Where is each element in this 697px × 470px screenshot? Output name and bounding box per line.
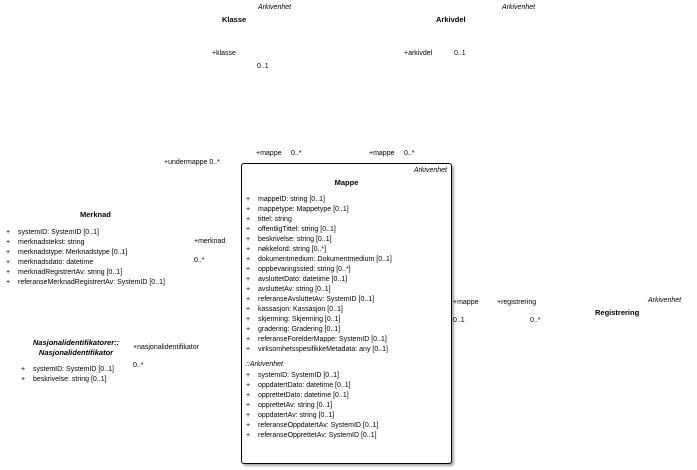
registrering-mappe-role-label: +mappe [453, 299, 479, 306]
merknad-role-label: +merknad [194, 238, 226, 245]
mappe-attribute: +referanseForelderMappe: SystemID [0..1] [246, 336, 387, 343]
klasse-stereotype: Arkivenhet [258, 4, 292, 11]
nasjonal-attribute: +beskrivelse: string [0..1] [21, 376, 107, 383]
nasjonal-attribute-list: +systemID: SystemID [0..1] +beskrivelse:… [21, 365, 114, 385]
mappe-inherited-attribute: +oppdatertDato: datetime [0..1] [246, 382, 351, 389]
mappe-arkivdel-multiplicity: 0..* [404, 150, 415, 157]
merknad-attribute: +systemID: SystemID [0..1] [6, 229, 99, 236]
nasjonal-attribute: +systemID: SystemID [0..1] [21, 366, 114, 373]
mappe-class-name: Mappe [334, 178, 359, 187]
klasse-class-name: Klasse [222, 15, 247, 24]
mappe-stereotype: Arkivenhet [413, 167, 447, 174]
arkivdel-multiplicity: 0..1 [454, 50, 466, 57]
mappe-attribute: +avsluttetDato: datetime [0..1] [246, 276, 348, 283]
mappe-attribute: +beskrivelse: string [0..1] [246, 236, 332, 243]
mappe-inherited-label: ::Arkivenhet [246, 361, 283, 368]
mappe-inherited-attribute-list: +systemID: SystemID [0..1] +oppdatertDat… [246, 371, 378, 441]
mappe-inherited-attribute: +referanseOpprettetAv: SystemID [0..1] [246, 432, 377, 439]
mappe-attribute: +referanseAvsluttetAv: SystemID [0..1] [246, 296, 375, 303]
mappe-attribute: +skjerming: Skjerming [0..1] [246, 316, 341, 323]
mappe-attribute: +oppbevaringssted: string [0..*] [246, 266, 351, 273]
mappe-attribute: +virksomhetsspesifikkeMetadata: any [0..… [246, 346, 388, 353]
arkivdel-role-label: +arkivdel [404, 50, 433, 57]
registrering-role-label: +registrering [497, 299, 537, 306]
mappe-inherited-attribute: +opprettetAv: string [0..1] [246, 402, 333, 409]
undermappe-role-label: +undermappe 0..* [164, 159, 220, 166]
klasse-role-label: +klasse [212, 50, 236, 57]
nasjonal-class-name-line1: Nasjonalidentifikatorer:: [32, 338, 120, 347]
arkivdel-class-name: Arkivdel [436, 15, 466, 24]
arkivdel-stereotype: Arkivenhet [502, 4, 536, 11]
merknad-multiplicity: 0..* [194, 257, 205, 264]
registrering-class-name: Registrering [595, 308, 640, 317]
mappe-attribute: +mappetype: Mappetype [0..1] [246, 206, 349, 213]
nasjonal-multiplicity: 0..* [133, 362, 144, 369]
merknad-attribute: +merknadstype: Merknadstype [0..1] [6, 249, 128, 256]
mappe-attribute: +avsluttetAv: string [0..1] [246, 286, 331, 293]
mappe-klasse-role-label: +mappe [256, 150, 282, 157]
mappe-class-box[interactable]: Arkivenhet Mappe +mappeID: string [0..1]… [241, 163, 452, 464]
merknad-attribute: +referanseMerknadRegistrertAv: SystemID … [6, 279, 165, 286]
registrering-multiplicity: 0..* [530, 317, 541, 324]
registrering-stereotype: Arkivenhet [648, 297, 682, 304]
nasjonal-class-name-line2: Nasjonalidentifikator [38, 348, 114, 357]
mappe-inherited-attribute: +opprettetDato: datetime [0..1] [246, 392, 349, 399]
mappe-attribute-list: +mappeID: string [0..1] +mappetype: Mapp… [246, 195, 392, 355]
merknad-attribute: +merknadsdato: datetime [6, 259, 94, 266]
merknad-attribute: +merknadstekst: string [6, 239, 85, 246]
mappe-inherited-attribute: +systemID: SystemID [0..1] [246, 372, 339, 379]
mappe-attribute: +tittel: string [246, 216, 292, 223]
mappe-inherited-attribute: +referanseOppdatertAv: SystemID [0..1] [246, 422, 379, 429]
mappe-inherited-attribute: +oppdatertAv: string [0..1] [246, 412, 335, 419]
mappe-attribute: +nøkkelord: string [0..*] [246, 246, 327, 253]
nasjonal-role-label: +nasjonalidentifikator [133, 344, 199, 351]
registrering-mappe-multiplicity: 0..1 [453, 317, 465, 324]
klasse-multiplicity: 0..1 [257, 63, 269, 70]
merknad-class-name: Merknad [80, 210, 111, 219]
mappe-klasse-multiplicity: 0..* [291, 150, 302, 157]
merknad-attribute: +merknadRegistrertAv: string [0..1] [6, 269, 123, 276]
merknad-attribute-list: +systemID: SystemID [0..1] +merknadsteks… [6, 228, 165, 288]
mappe-arkivdel-role-label: +mappe [369, 150, 395, 157]
mappe-attribute: +dokumentmedium: Dokumentmedium [0..1] [246, 256, 392, 263]
mappe-attribute: +offentligTittel: string [0..1] [246, 226, 336, 233]
mappe-attribute: +gradering: Gradering [0..1] [246, 326, 341, 333]
mappe-attribute: +mappeID: string [0..1] [246, 196, 325, 203]
mappe-attribute: +kassasjon: Kassasjon [0..1] [246, 306, 343, 313]
